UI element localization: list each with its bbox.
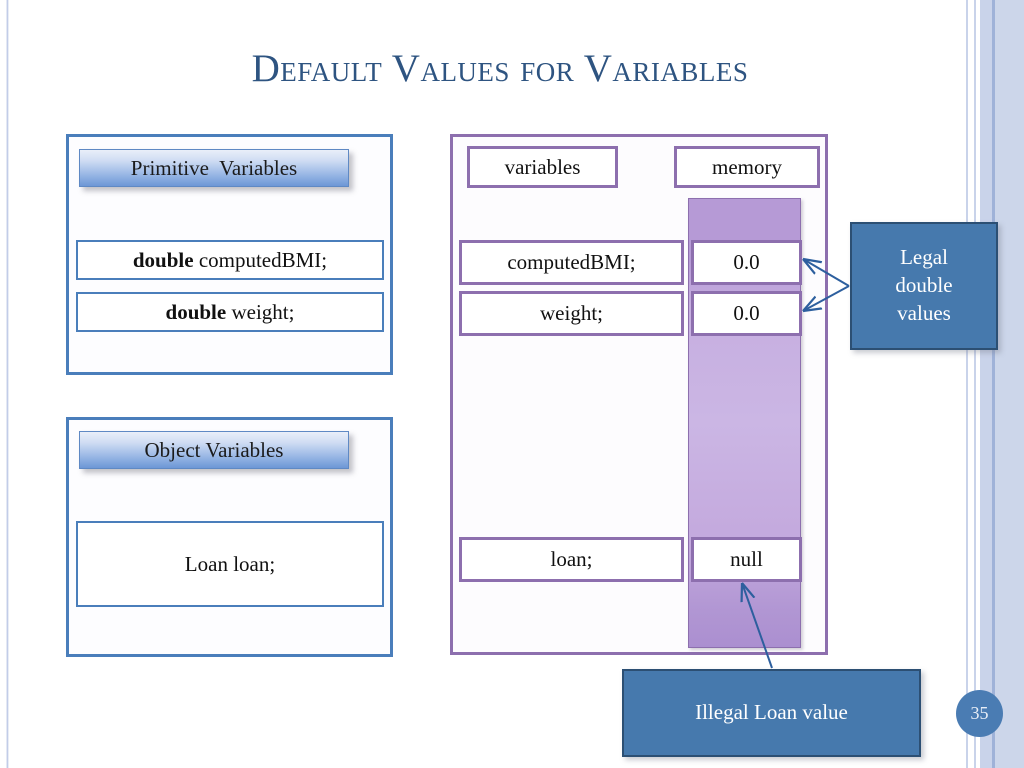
right-edge-stripe-4 (995, 0, 1024, 768)
memory-cell-computedbmi: 0.0 (691, 240, 802, 285)
declaration-keyword: double (132, 247, 194, 272)
column-header-memory: memory (674, 146, 820, 188)
primitive-variables-header: Primitive Variables (79, 149, 349, 187)
declaration-name: weight; (226, 299, 295, 324)
page-title: Default Values for Variables (251, 47, 749, 90)
callout-legal-double-values: Legal double values (850, 222, 998, 350)
right-edge-stripe-3 (992, 0, 995, 768)
declaration-computedbmi: double computedBMI; (76, 240, 384, 280)
declaration-name: Loan loan; (184, 551, 276, 576)
callout-illegal-loan-value: Illegal Loan value (622, 669, 921, 757)
memory-cell-weight: 0.0 (691, 291, 802, 336)
left-edge-stripe (6, 0, 9, 768)
page-number-badge: 35 (956, 690, 1003, 737)
declaration-name: computedBMI; (193, 247, 328, 272)
variable-cell-loan: loan; (459, 537, 684, 582)
right-edge-stripe-2 (980, 0, 992, 768)
column-header-variables: variables (467, 146, 618, 188)
memory-cell-loan: null (691, 537, 802, 582)
right-edge-stripe-1 (966, 0, 976, 768)
declaration-keyword: double (165, 299, 227, 324)
declaration-weight: double weight; (76, 292, 384, 332)
variable-cell-computedbmi: computedBMI; (459, 240, 684, 285)
object-variables-header: Object Variables (79, 431, 349, 469)
declaration-loan: Loan loan; (76, 521, 384, 607)
variable-cell-weight: weight; (459, 291, 684, 336)
